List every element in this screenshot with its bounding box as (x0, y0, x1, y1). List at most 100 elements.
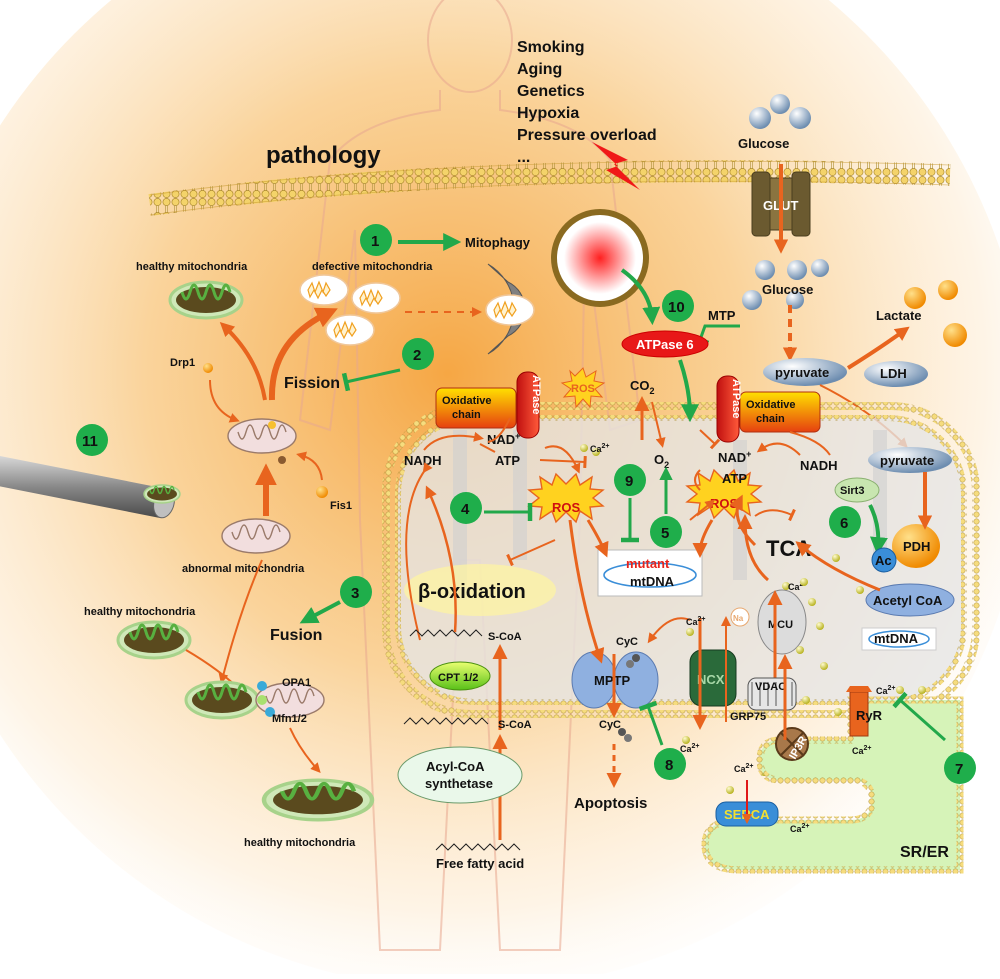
svg-text:3: 3 (351, 585, 359, 602)
pyruvate-mito-label: pyruvate (880, 453, 934, 468)
svg-text:chain: chain (452, 409, 481, 421)
pdh-enzyme (892, 524, 940, 568)
svg-text:Ca2+: Ca2+ (590, 443, 610, 454)
svg-text:synthetase: synthetase (425, 776, 493, 791)
atp-right: ATP (722, 471, 747, 486)
ldh-label: LDH (880, 366, 907, 381)
mcu-label: MCU (768, 619, 793, 631)
ryr-label: RyR (856, 708, 883, 723)
trigger-list: Smoking Aging Genetics Hypoxia Pressure … (517, 39, 657, 166)
na-label: Na (733, 614, 744, 623)
page-title: pathology (266, 142, 381, 169)
svg-text:2: 2 (413, 347, 421, 364)
apoptosis-label: Apoptosis (574, 795, 647, 812)
beta-ox-glow (404, 564, 556, 616)
svg-text:Acyl-CoA: Acyl-CoA (426, 759, 485, 774)
sr-er (701, 696, 964, 874)
nad-left: NAD+ (487, 431, 520, 447)
sirt3-label: Sirt3 (840, 485, 864, 497)
vdac-label: VDAC (755, 681, 786, 693)
acetyl-coa-label: Acetyl CoA (873, 593, 943, 608)
ros-left-icon (527, 472, 605, 524)
acetyl-coa (865, 583, 955, 617)
nad-right: NAD+ (718, 449, 751, 465)
svg-text:S-CoA: S-CoA (498, 719, 532, 731)
atpase6-label: ATPase 6 (636, 337, 694, 352)
fusion-label: Fusion (270, 627, 322, 644)
step-badge-11 (76, 424, 108, 456)
defective-mito-label: defective mitochondria (312, 261, 433, 273)
step-badge-8 (654, 748, 686, 780)
healthy-mito-bottom-label: healthy mitochondria (244, 837, 356, 849)
ros-right-label: ROS (710, 496, 739, 511)
svg-text:11: 11 (82, 433, 98, 450)
glucose-label: Glucose (738, 136, 789, 151)
mtdna-right-label: mtDNA (874, 631, 919, 646)
trigger-item: Smoking (517, 39, 585, 56)
damaged-mito-circle (551, 209, 649, 307)
step-badge-6 (829, 506, 861, 538)
svg-text:Ca2+: Ca2+ (734, 763, 754, 774)
step-10-label: 10 (668, 299, 685, 316)
trigger-item: Aging (517, 61, 562, 78)
ffa-label: Free fatty acid (436, 856, 524, 871)
svg-text:Ca2+: Ca2+ (680, 743, 700, 754)
fis1-label: Fis1 (330, 500, 352, 512)
ros-small-icon (560, 367, 606, 409)
healthy-mito-top-label: healthy mitochondria (136, 261, 248, 273)
ncx-label: NCX (697, 672, 725, 687)
svg-text:5: 5 (661, 525, 669, 542)
cpt-label: CPT 1/2 (438, 672, 478, 684)
svg-text:9: 9 (625, 473, 633, 490)
atpase-left (516, 371, 540, 439)
mfn-label: Mfn1/2 (272, 713, 307, 725)
step-badge-3 (340, 576, 372, 608)
svg-text:ATPase: ATPase (730, 379, 742, 419)
svg-text:S-CoA: S-CoA (488, 631, 522, 643)
svg-text:4: 4 (461, 501, 470, 518)
ac-bubble (871, 547, 897, 573)
mutant-label: mutant (626, 556, 670, 571)
opa1-label: OPA1 (282, 677, 311, 689)
svg-text:ATPase: ATPase (530, 375, 542, 415)
cyc-bottom-label: CyC (599, 719, 621, 731)
svg-text:Ca2+: Ca2+ (686, 616, 706, 627)
grp75-label: GRP75 (730, 711, 766, 723)
ros-left-label: ROS (552, 500, 581, 515)
sr-er-label: SR/ER (900, 844, 949, 861)
mtdna-right-box (861, 627, 937, 651)
mutant-mtdna-box (597, 549, 703, 597)
ac-label: Ac (875, 553, 892, 568)
svg-text:7: 7 (955, 761, 963, 778)
svg-text:Ca2+: Ca2+ (852, 745, 872, 756)
abnormal-mito-label: abnormal mitochondria (182, 563, 305, 575)
co2-label: CO2 (630, 378, 655, 396)
pdh-label: PDH (903, 539, 930, 554)
ldh-enzyme (864, 361, 928, 387)
step-badge-9 (614, 464, 646, 496)
step-badge-7 (944, 752, 976, 784)
svg-text:Ca2+: Ca2+ (876, 685, 896, 696)
cyc-top-label: CyC (616, 636, 638, 648)
healthy-mito-mid-label: healthy mitochondria (84, 606, 196, 618)
svg-text:8: 8 (665, 757, 673, 774)
mtp-label: MTP (708, 308, 736, 323)
nadh-right: NADH (800, 458, 838, 473)
step-badge-1 (360, 224, 392, 256)
mptp-label: MPTP (594, 673, 630, 688)
fission-label: Fission (284, 375, 340, 392)
trigger-item: Pressure overload (517, 127, 657, 144)
pyruvate-label: pyruvate (775, 365, 829, 380)
svg-text:1: 1 (371, 233, 379, 250)
cpt-transporter (429, 661, 491, 691)
pyruvate-mito (868, 447, 952, 473)
atp-left: ATP (495, 453, 520, 468)
step-badge-10 (662, 290, 694, 322)
glucose-inner-label: Glucose (762, 282, 813, 297)
atpase-right (716, 375, 740, 443)
trigger-item: Hypoxia (517, 105, 579, 122)
step-badge-2 (402, 338, 434, 370)
lightning-icon (592, 142, 640, 190)
sirt3-bubble (834, 477, 880, 503)
